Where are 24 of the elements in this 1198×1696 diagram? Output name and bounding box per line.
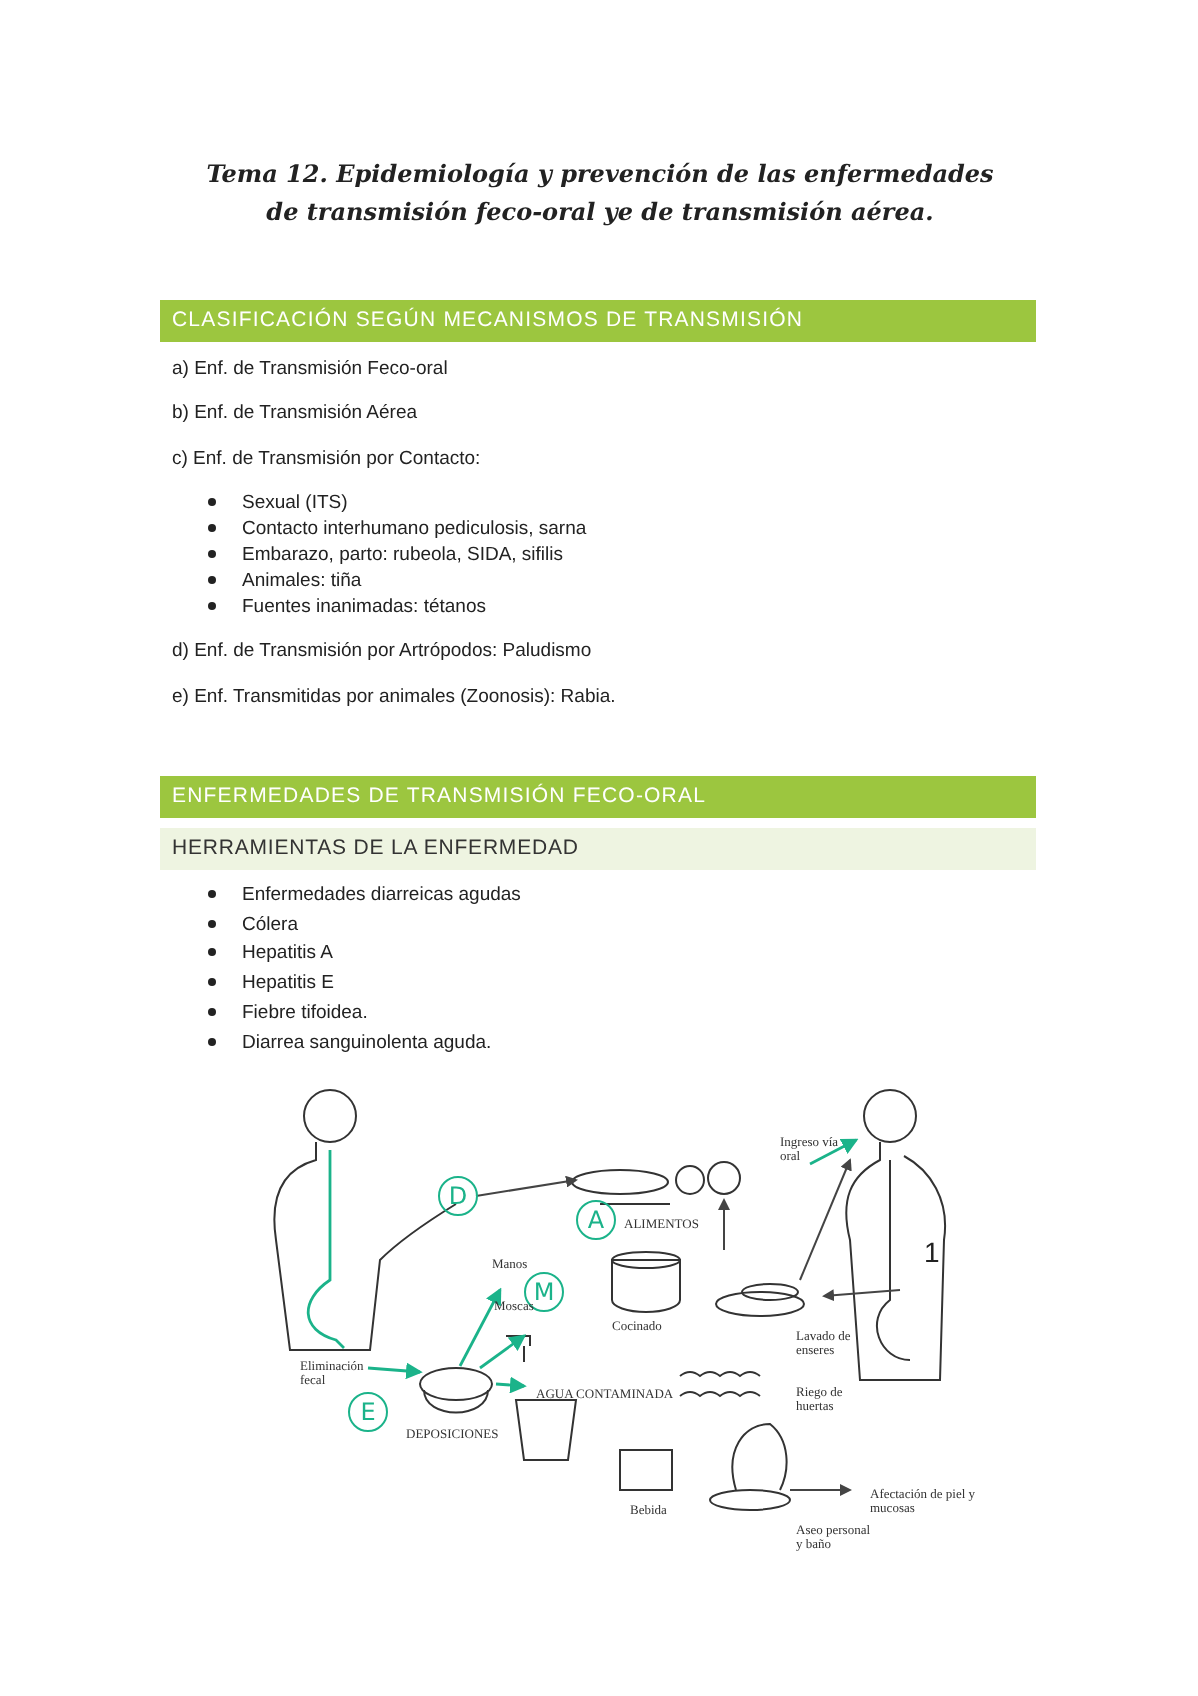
section-header: CLASIFICACIÓN SEGÚN MECANISMOS DE TRANSMISIÓN [160, 300, 1036, 342]
bullet-item: Cólera [242, 914, 298, 936]
section-header: ENFERMEDADES DE TRANSMISIÓN FECO-ORAL [160, 776, 1036, 818]
bullet-item: Hepatitis A [242, 942, 333, 964]
bullet-item: Fuentes inanimadas: tétanos [242, 596, 486, 618]
bullet-item: Fiebre tifoidea. [242, 1002, 368, 1024]
bullet-item: Embarazo, parto: rubeola, SIDA, sifilis [242, 544, 564, 566]
bullet-item: Enfermedades diarreicas agudas [242, 884, 521, 906]
bullet-item: Hepatitis E [242, 972, 334, 994]
circled-letter: E [348, 1392, 388, 1432]
circled-letter: D [438, 1176, 478, 1216]
list-item: d) Enf. de Transmisión por Artrópodos: Paludismo [172, 640, 592, 662]
subsection-header: HERRAMIENTAS DE LA ENFERMEDAD [160, 828, 1036, 870]
bullet-item: Animales: tiña [242, 570, 362, 592]
figure-number: 1 [924, 1236, 940, 1268]
list-item: b) Enf. de Transmisión Aérea [172, 402, 418, 424]
bullet-item: Diarrea sanguinolenta aguda. [242, 1032, 492, 1054]
bullet-item: Contacto interhumano pediculosis, sarna [242, 518, 587, 540]
circled-letter: A [576, 1200, 616, 1240]
list-item: c) Enf. de Transmisión por Contacto: [172, 448, 481, 470]
list-item: e) Enf. Transmitidas por animales (Zoonosis): Rabia. [172, 686, 616, 708]
list-item: a) Enf. de Transmisión Feco-oral [172, 358, 448, 380]
page-title: Tema 12. Epidemiología y prevención de las enfermedades de transmisión feco-oral ye de transmisión aérea. [204, 158, 996, 230]
bullet-item: Sexual (ITS) [242, 492, 348, 514]
